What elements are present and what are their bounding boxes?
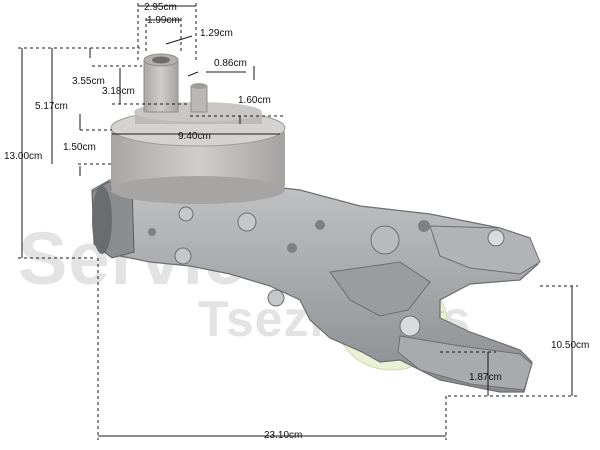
dim-2-95: 2.95cm	[144, 2, 177, 13]
dim-10-50: 10.50cm	[551, 340, 590, 351]
gearbox-body	[91, 177, 541, 393]
dim-1-60: 1.60cm	[238, 95, 271, 106]
dimension-lines	[18, 3, 578, 440]
dim-1-29: 1.29cm	[200, 28, 233, 39]
dim-3-18: 3.18cm	[102, 86, 135, 97]
dim-23-10: 23.10cm	[264, 430, 303, 441]
dim-5-17: 5.17cm	[35, 101, 68, 112]
dim-9-40: 9.40cm	[178, 131, 211, 142]
dim-0-86: 0.86cm	[214, 58, 247, 69]
motor-cap	[110, 53, 286, 204]
dim-1-87: 1.87cm	[469, 372, 502, 383]
dim-1-99: 1.99cm	[147, 15, 180, 26]
dim-3-55: 3.55cm	[72, 76, 105, 87]
dim-13-00: 13.00cm	[4, 151, 43, 162]
dim-1-50: 1.50cm	[63, 142, 96, 153]
